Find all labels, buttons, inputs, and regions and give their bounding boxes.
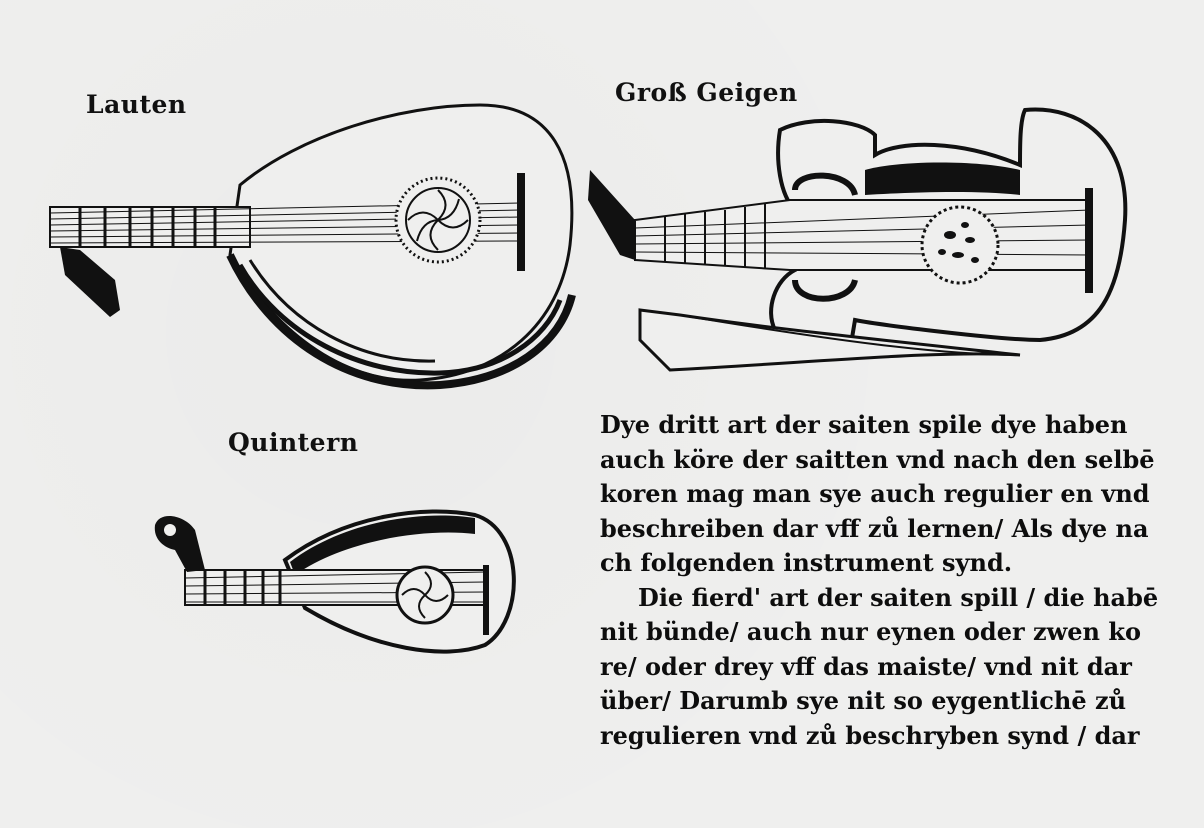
text-line: ch folgenden instrument synd. <box>600 548 1013 577</box>
lute-woodcut-icon <box>49 103 576 390</box>
quintern-woodcut-icon <box>154 509 516 654</box>
text-line: koren mag man sye auch regulier en vnd <box>600 479 1150 508</box>
label-lauten: Lauten <box>86 90 187 119</box>
text-line: Dye dritt art der saiten spile dye haben <box>600 410 1128 439</box>
text-line: beschreiben dar vff zů lernen/ Als dye n… <box>600 513 1149 543</box>
viol-woodcut-icon <box>588 107 1128 372</box>
text-line: regulieren vnd zů beschryben synd / dar <box>600 720 1140 750</box>
text-line: nit bünde/ auch nur eynen oder zwen ko <box>600 617 1141 646</box>
text-line: auch köre der saitten vnd nach den selbē <box>600 444 1155 474</box>
label-quintern: Quintern <box>228 428 359 457</box>
body-text: Dye dritt art der saiten spile dye haben… <box>600 408 1160 753</box>
text-line: über/ Darumb sye nit so eygentlichē zů <box>600 686 1127 715</box>
text-line: Die fierd' art der saiten spill / die ha… <box>638 582 1159 612</box>
label-gross-geigen: Groß Geigen <box>615 78 798 107</box>
text-line: re/ oder drey vff das maiste/ vnd nit da… <box>600 651 1132 681</box>
